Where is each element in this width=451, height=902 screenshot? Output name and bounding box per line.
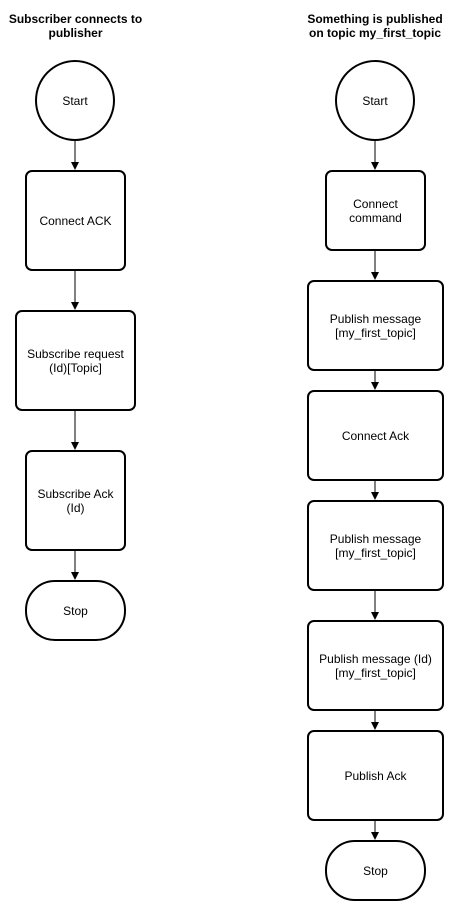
left-flow-title: Subscriber connects to publisher [8,12,143,40]
left-start-node: Start [35,60,115,141]
left-subscribe-ack-node: Subscribe Ack (Id) [25,450,126,551]
right-publish-message-id-node: Publish message (Id) [my_first_topic] [307,620,444,711]
right-connect-ack-node: Connect Ack [307,390,444,481]
right-publish-message-2-node: Publish message [my_first_topic] [307,500,444,591]
left-connect-ack-node: Connect ACK [25,170,126,271]
right-stop-node: Stop [325,840,426,901]
right-start-node: Start [335,60,415,141]
left-subscribe-request-node: Subscribe request (Id)[Topic] [15,310,136,411]
left-stop-node: Stop [25,580,126,641]
right-flow-title: Something is published on topic my_first… [307,12,443,40]
right-publish-message-1-node: Publish message [my_first_topic] [307,280,444,371]
right-connect-command-node: Connect command [325,170,426,251]
right-publish-ack-node: Publish Ack [307,730,444,821]
